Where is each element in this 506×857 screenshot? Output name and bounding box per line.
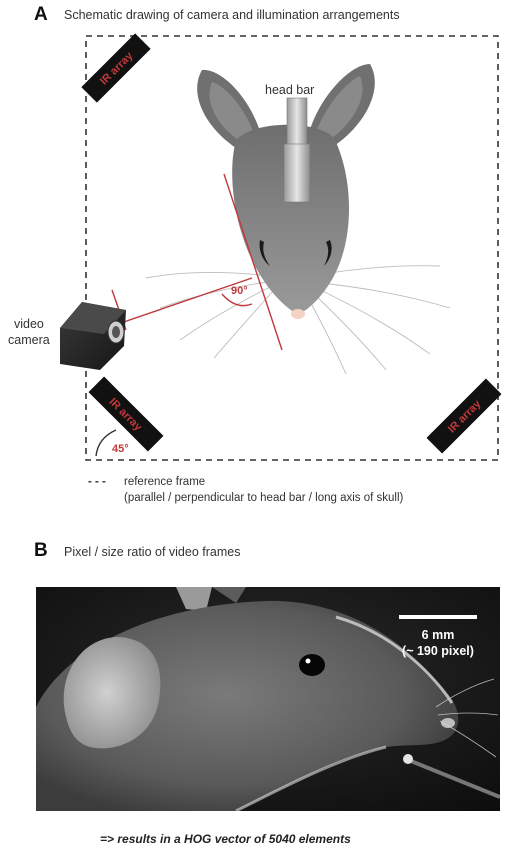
video-camera-drawing bbox=[60, 302, 126, 370]
angle-45-label: 45° bbox=[112, 443, 129, 455]
ir-array-bottom-right: IR array bbox=[427, 379, 502, 454]
hog-vector-caption: => results in a HOG vector of 5040 eleme… bbox=[100, 832, 351, 846]
scale-bar-label-1: 6 mm bbox=[422, 628, 455, 642]
panel-b-letter: B bbox=[34, 540, 48, 562]
video-frame-photo: 6 mm (~ 190 pixel) bbox=[36, 587, 500, 811]
head-bar-label: head bar bbox=[265, 83, 314, 97]
legend-symbol: - - - bbox=[88, 475, 106, 490]
video-camera-label-line1: video bbox=[14, 317, 44, 331]
legend-line-1: reference frame bbox=[124, 475, 205, 490]
nose bbox=[291, 309, 305, 319]
legend-line-2: (parallel / perpendicular to head bar / … bbox=[124, 491, 403, 506]
panel-a-title: Schematic drawing of camera and illumina… bbox=[64, 8, 400, 22]
angle-90-label: 90° bbox=[231, 285, 248, 297]
video-camera-label-line2: camera bbox=[8, 333, 50, 347]
head-bar-drawing bbox=[284, 98, 310, 202]
ir-array-top-left: IR array bbox=[81, 33, 150, 102]
panel-a-schematic: IR array IR array IR array 45° bbox=[0, 28, 506, 498]
scale-bar-label-2: (~ 190 pixel) bbox=[402, 644, 474, 658]
mouse-eye bbox=[299, 654, 325, 676]
panel-a-letter: A bbox=[34, 4, 48, 26]
scale-bar bbox=[399, 615, 477, 619]
panel-b-title: Pixel / size ratio of video frames bbox=[64, 545, 240, 559]
ir-array-bottom-left: IR array bbox=[89, 377, 164, 452]
